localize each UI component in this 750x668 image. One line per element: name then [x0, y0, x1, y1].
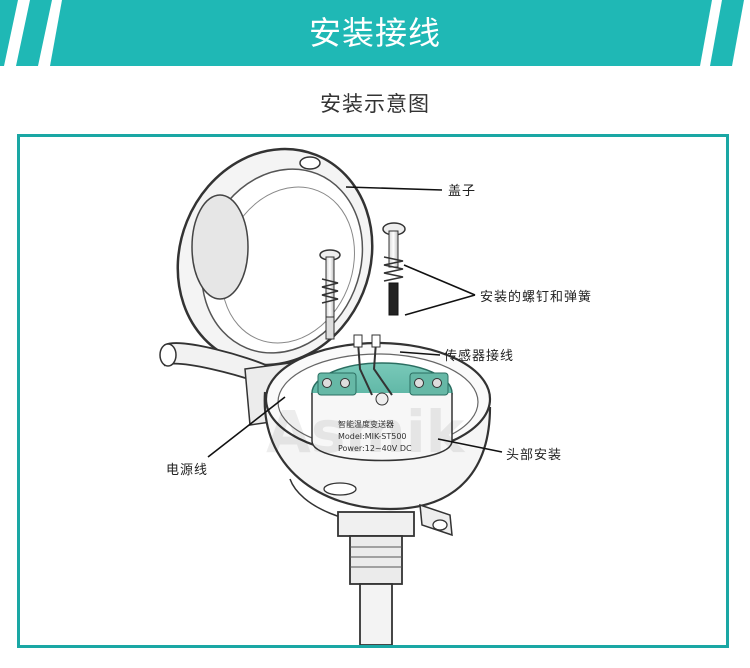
transmitter-label-line3: Power:12~40V DC — [338, 444, 412, 453]
leader-lines — [207, 186, 503, 458]
watermark: Asmik — [266, 398, 466, 466]
callout-power-line: 电源线 — [166, 463, 209, 478]
callout-cover: 盖子 — [448, 184, 477, 199]
callout-head-mount: 头部安装 — [506, 448, 563, 463]
callout-screws-springs: 安装的螺钉和弹簧 — [480, 290, 593, 305]
banner-title: 安装接线 — [308, 14, 441, 52]
diagram-subtitle: 安装示意图 — [320, 92, 430, 116]
leader-cover — [345, 186, 443, 191]
diagram-frame: 智能温度变送器 Model:MIK-ST500 Power:12~40V DC … — [17, 134, 729, 648]
thread-stem — [337, 511, 415, 645]
sensor-wires — [353, 334, 393, 396]
transmitter-label-line1: 智能温度变送器 — [338, 419, 394, 429]
transmitter-module: 智能温度变送器 Model:MIK-ST500 Power:12~40V DC — [311, 362, 453, 462]
leader-sensor — [399, 351, 441, 356]
leader-screw-upper — [403, 264, 476, 296]
leader-power — [207, 396, 286, 458]
header-banner: 安装接线 — [0, 0, 750, 66]
screw-right — [382, 222, 406, 316]
leader-head — [437, 438, 503, 453]
transmitter-label-line2: Model:MIK-ST500 — [338, 432, 407, 441]
screw-left — [319, 249, 341, 340]
leader-screw-lower — [404, 294, 476, 316]
banner-shape — [0, 0, 750, 66]
callout-sensor-wiring: 传感器接线 — [444, 349, 515, 364]
installation-diagram: 智能温度变送器 Model:MIK-ST500 Power:12~40V DC … — [159, 147, 503, 645]
cover-lid — [176, 147, 374, 367]
